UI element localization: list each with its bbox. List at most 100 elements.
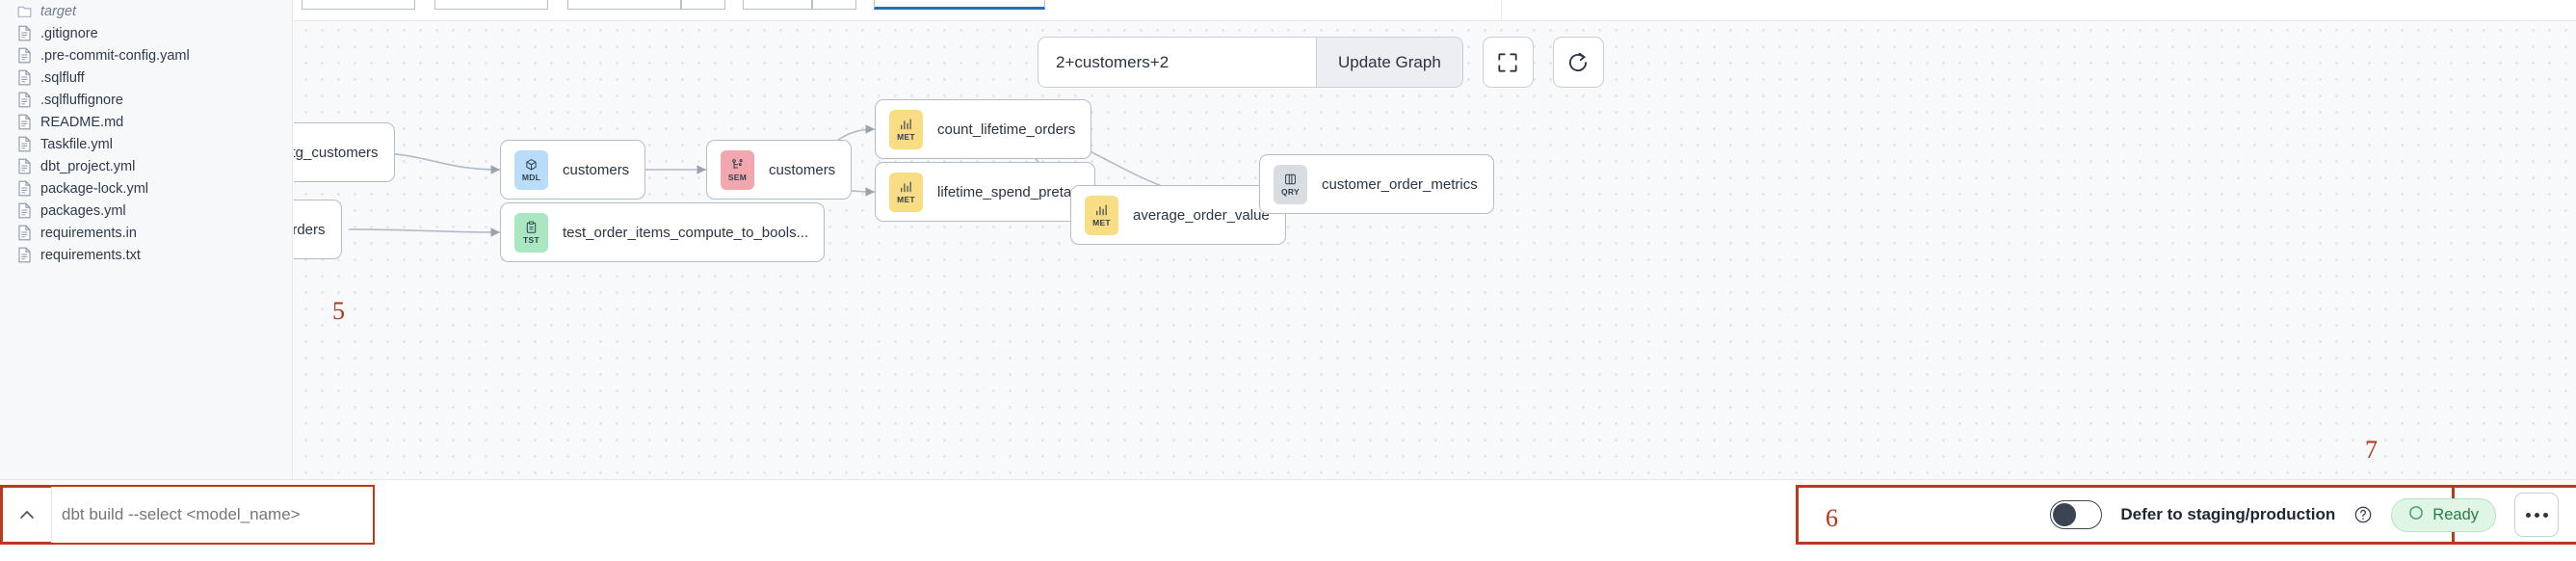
bar-chart-icon: MET: [889, 109, 923, 149]
file-item[interactable]: packages.yml: [0, 200, 292, 222]
file-item-label: .sqlfluff: [40, 69, 85, 86]
file-item-label: dbt_project.yml: [40, 158, 136, 174]
chevron-up-icon[interactable]: [2, 487, 52, 543]
graph-node-label: orders: [294, 221, 326, 238]
file-item-label: target: [40, 3, 77, 19]
graph-toolbar: Update Graph: [1038, 37, 1604, 88]
file-item-label: .gitignore: [40, 25, 98, 41]
ellipsis-icon: [2525, 512, 2531, 518]
annotation-6: 6: [1826, 504, 1838, 532]
editor-tab-strip: [294, 0, 2576, 21]
overflow-menu-button[interactable]: [2514, 493, 2559, 537]
clipboard-icon: TST: [514, 212, 548, 253]
bar-chart-icon: MET: [889, 172, 923, 212]
semantic-icon: SEM: [721, 149, 754, 190]
status-badge: Ready: [2391, 497, 2496, 532]
editor-tab-stub[interactable]: [434, 0, 548, 10]
ellipsis-icon: [2534, 512, 2539, 518]
file-icon: [17, 225, 32, 241]
file-item-label: .sqlfluffignore: [40, 92, 123, 108]
file-item[interactable]: .gitignore: [0, 22, 292, 44]
fullscreen-icon: [1495, 50, 1520, 75]
help-circle-icon[interactable]: [2353, 505, 2373, 524]
graph-node[interactable]: TST test_order_items_compute_to_bools...: [500, 202, 826, 262]
graph-node[interactable]: stg_customers: [294, 122, 395, 182]
editor-tab-stub[interactable]: [567, 0, 681, 10]
editor-tab-stub[interactable]: [743, 0, 812, 10]
file-item[interactable]: README.md: [0, 111, 292, 133]
file-item[interactable]: package-lock.yml: [0, 177, 292, 200]
fullscreen-button[interactable]: [1482, 37, 1534, 88]
file-item[interactable]: .sqlfluff: [0, 67, 292, 89]
file-icon: [17, 247, 32, 263]
graph-node-label: customer_order_metrics: [1322, 175, 1478, 193]
defer-label: Defer to staging/production: [2120, 505, 2336, 523]
file-icon: [17, 69, 32, 86]
status-controls: Defer to staging/production Ready: [2050, 485, 2559, 545]
defer-toggle-knob: [2053, 503, 2077, 526]
status-label: Ready: [2432, 505, 2479, 523]
query-icon: QRY: [1274, 164, 1307, 204]
status-circle-icon: [2408, 505, 2424, 525]
file-item-label: requirements.txt: [40, 247, 141, 263]
bar-chart-icon: MET: [1085, 195, 1118, 235]
editor-tab-stub[interactable]: [681, 0, 725, 10]
file-item-label: README.md: [40, 114, 124, 130]
file-item-label: packages.yml: [40, 202, 126, 219]
file-item[interactable]: .pre-commit-config.yaml: [0, 44, 292, 67]
annotation-7: 7: [2365, 436, 2378, 464]
file-item-label: Taskfile.yml: [40, 136, 113, 152]
editor-tab-stub-active[interactable]: [874, 0, 1045, 10]
file-icon: [17, 92, 32, 108]
file-icon: [17, 25, 32, 41]
graph-node[interactable]: QRY customer_order_metrics: [1259, 154, 1494, 214]
graph-node[interactable]: MET lifetime_spend_pretax: [875, 162, 1095, 222]
file-item[interactable]: .sqlfluffignore: [0, 89, 292, 111]
file-item[interactable]: requirements.txt: [0, 244, 292, 266]
graph-node-label: count_lifetime_orders: [937, 120, 1076, 138]
graph-node-label: test_order_items_compute_to_bools...: [563, 224, 809, 241]
update-graph-button[interactable]: Update Graph: [1316, 38, 1462, 87]
command-input[interactable]: [52, 487, 373, 543]
graph-node[interactable]: orders: [294, 200, 342, 259]
file-item-label: .pre-commit-config.yaml: [40, 47, 190, 64]
file-list: target .gitignore .pre-commit-config.yaml.…: [0, 0, 292, 266]
defer-toggle[interactable]: [2050, 500, 2103, 529]
file-item[interactable]: requirements.in: [0, 222, 292, 244]
file-item[interactable]: target: [0, 0, 292, 22]
file-explorer-panel[interactable]: target .gitignore .pre-commit-config.yaml.…: [0, 0, 293, 479]
tab-strip-divider: [1501, 0, 1502, 21]
file-item-label: requirements.in: [40, 225, 137, 241]
folder-icon: [17, 3, 32, 19]
command-bar: [2, 487, 373, 543]
annotation-5: 5: [332, 297, 345, 325]
file-item[interactable]: Taskfile.yml: [0, 133, 292, 155]
graph-node-label: average_order_value: [1133, 206, 1270, 224]
refresh-icon: [1565, 50, 1590, 75]
editor-tab-stub[interactable]: [302, 0, 415, 10]
graph-node[interactable]: MET average_order_value: [1070, 185, 1286, 245]
graph-node-label: customers: [769, 161, 836, 178]
graph-node[interactable]: MET count_lifetime_orders: [875, 99, 1092, 159]
file-icon: [17, 158, 32, 174]
ellipsis-icon: [2542, 512, 2548, 518]
graph-node[interactable]: SEM customers: [706, 140, 853, 200]
annotation-box-6: [1796, 485, 2576, 545]
refresh-button[interactable]: [1552, 37, 1604, 88]
annotation-box-5: [0, 485, 375, 545]
file-icon: [17, 136, 32, 152]
file-icon: [17, 114, 32, 130]
node-selector-group: Update Graph: [1038, 37, 1463, 88]
graph-node-label: customers: [563, 161, 630, 178]
file-icon: [17, 47, 32, 64]
file-icon: [17, 180, 32, 197]
file-item[interactable]: dbt_project.yml: [0, 155, 292, 177]
editor-tab-stub[interactable]: [812, 0, 856, 10]
file-item-label: package-lock.yml: [40, 180, 149, 197]
node-selector-input[interactable]: [1038, 38, 1316, 87]
graph-node-label: stg_customers: [294, 144, 379, 161]
graph-node-label: lifetime_spend_pretax: [937, 183, 1079, 200]
